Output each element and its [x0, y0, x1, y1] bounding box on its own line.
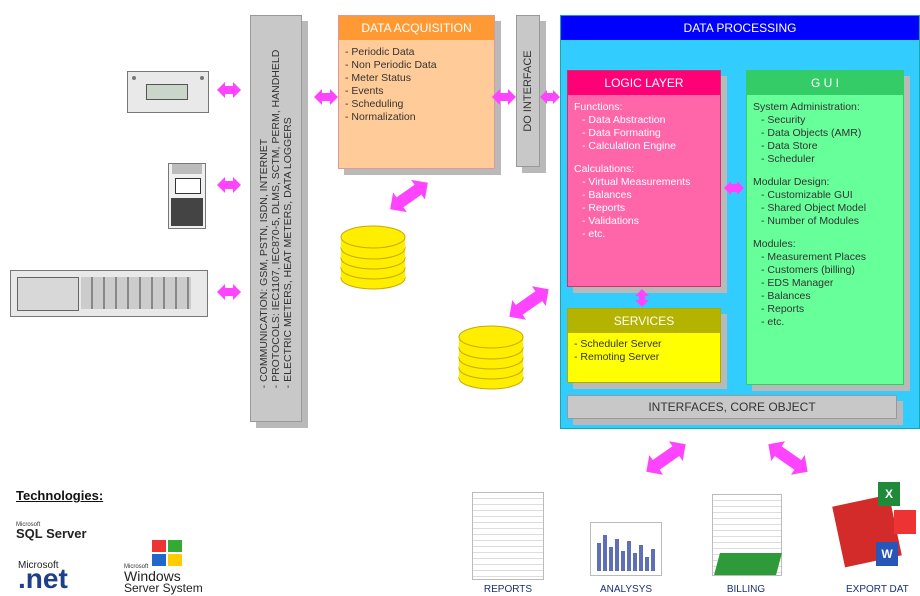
billing-thumbnail: [712, 494, 782, 576]
acq-item: - Normalization: [345, 111, 416, 123]
win-microsoft-text: Microsoft: [124, 564, 149, 570]
device-arrows: [217, 82, 241, 300]
logic-function: - Calculation Engine: [582, 140, 676, 152]
analysis-thumbnail: [590, 522, 662, 576]
output-caption-analysys: ANALYSYS: [599, 584, 653, 595]
diag-arrow-acq-db: [390, 179, 428, 213]
export-data-thumbnail: X W: [832, 480, 918, 576]
gui-admin-item: - Data Store: [761, 140, 818, 152]
gui-modular-item: - Customizable GUI: [761, 189, 853, 201]
logic-title: LOGIC LAYER: [568, 71, 720, 95]
data-logger-device: [10, 270, 208, 317]
acq-item: - Meter Status: [345, 72, 411, 84]
do-interface-title: DO INTERFACE: [522, 50, 534, 132]
comm-line-3: - ELECTRIC METERS, HEAT METERS, DATA LOG…: [282, 116, 294, 388]
comm-acq-arrow: [314, 89, 338, 105]
gui-modular-item: - Number of Modules: [761, 215, 860, 227]
logic-layer-panel: LOGIC LAYER Functions: - Data Abstractio…: [567, 70, 721, 287]
logic-calc: - Validations: [582, 215, 640, 227]
gui-panel: G U I System Administration: - Security …: [746, 70, 904, 385]
logic-calc: - Virtual Measurements: [582, 176, 691, 188]
database-icon-proc: [458, 325, 524, 390]
logic-services-arrow: [635, 289, 649, 307]
meter-device-top: [127, 71, 209, 113]
output-caption-export: EXPORT DAT: [846, 584, 909, 595]
diag-arrow-proc-db: [509, 286, 549, 320]
data-acquisition-panel: DATA ACQUISITION - Periodic Data - Non P…: [338, 15, 495, 169]
logic-calc: - Reports: [582, 202, 626, 214]
output-caption-billing: BILLING: [726, 584, 766, 595]
services-panel: SERVICES - Scheduler Server - Remoting S…: [567, 308, 721, 383]
gui-admin-item: - Security: [761, 114, 806, 126]
meter-device-middle: [168, 163, 206, 229]
windows-flag-icon: [152, 540, 182, 566]
logic-functions-label: Functions:: [574, 101, 623, 113]
services-title: SERVICES: [568, 309, 720, 333]
database-icon-acq: [340, 225, 406, 290]
comm-line-2: - PROTOCOLS: IEC1107, IEC870-5, DLMS, SC…: [270, 49, 282, 388]
acq-do-arrow: [492, 89, 516, 105]
gui-modular-item: - Shared Object Model: [761, 202, 867, 214]
win-text-1: Windows: [124, 568, 181, 584]
gui-modules-label: Modules:: [753, 238, 796, 250]
acquisition-title: DATA ACQUISITION: [339, 16, 494, 40]
gui-modular-label: Modular Design:: [753, 176, 830, 188]
technologies-title: Technologies:: [16, 488, 104, 503]
acq-item: - Non Periodic Data: [345, 59, 437, 71]
logic-calc: - etc.: [582, 228, 606, 240]
acq-item: - Events: [345, 85, 384, 97]
comm-line-1: - COMMUNICATION: GSM, PSTN, ISDN, INTERN…: [258, 138, 270, 388]
logic-function: - Data Formating: [582, 127, 661, 139]
net-text: .net: [18, 563, 68, 594]
gui-module: - Measurement Places: [761, 251, 867, 263]
gui-module: - etc.: [761, 316, 785, 328]
gui-admin-label: System Administration:: [753, 101, 860, 113]
logic-function: - Data Abstraction: [582, 114, 666, 126]
services-item: - Scheduler Server: [574, 338, 662, 350]
do-interface-column: DO INTERFACE: [516, 15, 540, 167]
dotnet-logo: Microsoft .net: [18, 560, 68, 595]
gui-module: - Reports: [761, 303, 805, 315]
acq-item: - Periodic Data: [345, 46, 415, 58]
acq-item: - Scheduling: [345, 98, 404, 110]
gui-module: - Balances: [761, 290, 811, 302]
sql-microsoft-text: Microsoft: [16, 522, 41, 528]
gui-module: - Customers (billing): [761, 264, 855, 276]
output-caption-reports: REPORTS: [483, 584, 533, 595]
diag-arrow-reports: [646, 441, 686, 475]
gui-admin-item: - Data Objects (AMR): [761, 127, 862, 139]
acquisition-list: - Periodic Data - Non Periodic Data - Me…: [339, 40, 494, 124]
net-microsoft-text: Microsoft: [18, 560, 59, 571]
gui-admin-item: - Scheduler: [761, 153, 815, 165]
gui-title: G U I: [747, 71, 903, 95]
interfaces-core-bar: INTERFACES, CORE OBJECT: [567, 395, 897, 419]
do-proc-arrow: [540, 90, 560, 104]
communication-column: - COMMUNICATION: GSM, PSTN, ISDN, INTERN…: [250, 15, 302, 422]
diag-arrow-export: [768, 441, 808, 475]
sql-server-logo: Microsoft SQL Server: [16, 522, 87, 541]
services-item: - Remoting Server: [574, 351, 660, 363]
win-text-2: Server System: [124, 581, 203, 595]
gui-module: - EDS Manager: [761, 277, 834, 289]
reports-thumbnail: [472, 492, 544, 580]
processing-title: DATA PROCESSING: [561, 16, 919, 40]
logic-calcs-label: Calculations:: [574, 163, 635, 175]
sql-server-text: SQL Server: [16, 526, 87, 541]
logic-calc: - Balances: [582, 189, 632, 201]
interfaces-title: INTERFACES, CORE OBJECT: [648, 400, 816, 414]
logic-gui-arrow: [724, 181, 744, 195]
